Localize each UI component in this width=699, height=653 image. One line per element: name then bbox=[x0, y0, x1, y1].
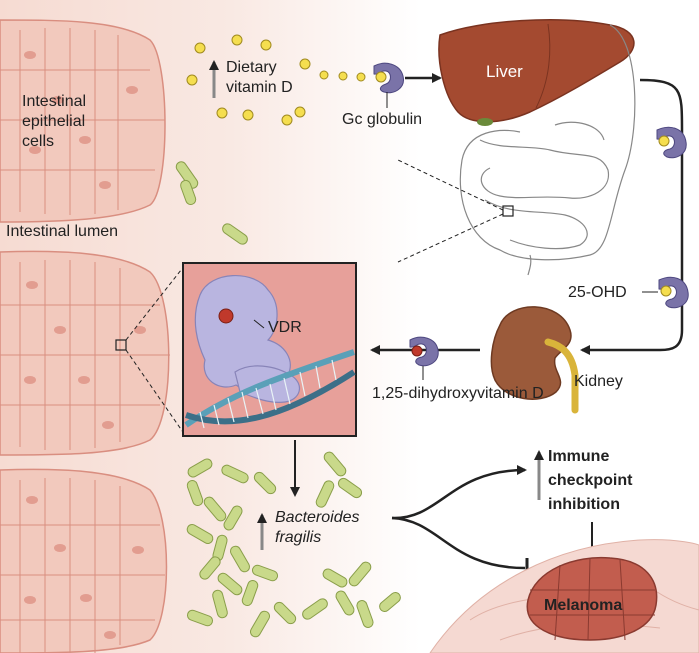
gc-globulin-carrier bbox=[373, 62, 404, 94]
label-intestinal-epithelial-cells: Intestinal epithelial cells bbox=[22, 92, 86, 152]
label-dietary-vitamin-d: Dietary vitamin D bbox=[226, 58, 293, 98]
label-line: cells bbox=[22, 133, 55, 150]
label-line: Intestinal bbox=[22, 93, 87, 110]
melanoma-tissue bbox=[429, 539, 699, 653]
gc-carrier-right-lower bbox=[658, 276, 689, 309]
label-intestinal-lumen: Intestinal lumen bbox=[6, 223, 119, 240]
label-line: Bacteroides bbox=[275, 509, 360, 526]
label-line: checkpoint bbox=[548, 472, 633, 489]
arrow-to-immune bbox=[391, 465, 527, 520]
label-immune-checkpoint-inhibition: Immune checkpoint inhibition bbox=[548, 445, 632, 517]
kidney bbox=[490, 306, 579, 414]
epithelium-top bbox=[0, 19, 166, 223]
label-line: epithelial bbox=[22, 113, 86, 130]
intestines bbox=[459, 24, 636, 276]
intestine-zoom-box bbox=[502, 205, 514, 217]
label-line: Dietary bbox=[226, 59, 277, 76]
label-vdr: VDR bbox=[268, 319, 302, 336]
gc-carrier-right-upper bbox=[656, 126, 687, 159]
zoom-line bbox=[125, 264, 186, 436]
label-line: inhibition bbox=[548, 496, 620, 513]
liver bbox=[438, 19, 635, 126]
label-125-dihydroxyvitamin-d: 1,25-dihydroxyvitamin D bbox=[372, 385, 544, 402]
label-line: vitamin D bbox=[226, 79, 293, 96]
label-gc-globulin: Gc globulin bbox=[342, 111, 423, 128]
arrow-to-melanoma bbox=[391, 516, 526, 570]
epithelium-bottom bbox=[0, 468, 168, 653]
circulation-path bbox=[580, 78, 684, 355]
bacteria bbox=[175, 161, 401, 638]
label-kidney: Kidney bbox=[574, 373, 623, 390]
dihydroxy-carrier bbox=[409, 336, 439, 367]
vitamin-d-molecules bbox=[186, 34, 366, 126]
label-bacteroides-fragilis: Bacteroides fragilis bbox=[275, 508, 360, 548]
label-line: fragilis bbox=[275, 529, 322, 546]
label-liver: Liver bbox=[486, 62, 523, 81]
label-25-ohd: 25-OHD bbox=[568, 284, 627, 301]
intestine-dashed bbox=[397, 159, 504, 263]
label-melanoma: Melanoma bbox=[544, 597, 623, 614]
vdr-zoom-box bbox=[182, 262, 357, 437]
epithelium-middle bbox=[0, 250, 170, 456]
label-line: Immune bbox=[548, 448, 610, 465]
